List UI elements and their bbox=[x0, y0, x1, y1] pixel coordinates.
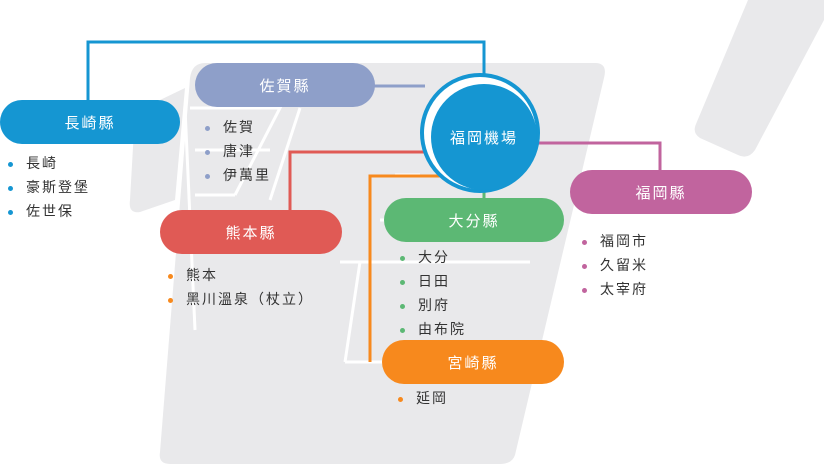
list-item: 豪斯登堡 bbox=[8, 176, 90, 200]
list-item: 唐津 bbox=[205, 140, 271, 164]
miyazaki-pill[interactable]: 宮崎縣 bbox=[382, 340, 564, 384]
bullet-icon bbox=[400, 256, 405, 261]
oita-list: 大分 日田 別府 由布院 bbox=[400, 246, 466, 342]
oita-pill[interactable]: 大分縣 bbox=[384, 198, 564, 242]
bullet-icon bbox=[168, 298, 173, 303]
bullet-icon bbox=[205, 174, 210, 179]
miyazaki-pill-label: 宮崎縣 bbox=[447, 353, 499, 372]
fukuoka-airport-hub[interactable]: 福岡機場 bbox=[420, 73, 540, 193]
list-item: 黑川溫泉（杖立） bbox=[168, 288, 314, 312]
kumamoto-pill[interactable]: 熊本縣 bbox=[160, 210, 342, 254]
bullet-icon bbox=[8, 186, 13, 191]
list-item: 久留米 bbox=[582, 254, 648, 278]
kumamoto-pill-label: 熊本縣 bbox=[225, 223, 277, 242]
list-item: 由布院 bbox=[400, 318, 466, 342]
bullet-icon bbox=[400, 304, 405, 309]
saga-list: 佐賀 唐津 伊萬里 bbox=[205, 116, 271, 188]
list-item: 日田 bbox=[400, 270, 466, 294]
list-item: 別府 bbox=[400, 294, 466, 318]
fukuoka-airport-label: 福岡機場 bbox=[431, 84, 537, 190]
list-item: 福岡市 bbox=[582, 230, 648, 254]
fukuoka-pill[interactable]: 福岡縣 bbox=[570, 170, 752, 214]
list-item: 延岡 bbox=[398, 387, 448, 411]
nagasaki-pill[interactable]: 長崎縣 bbox=[0, 100, 180, 144]
saga-pill-label: 佐賀縣 bbox=[259, 76, 311, 95]
bullet-icon bbox=[400, 280, 405, 285]
kumamoto-list: 熊本 黑川溫泉（杖立） bbox=[168, 264, 314, 312]
bullet-icon bbox=[582, 240, 587, 245]
list-item: 佐世保 bbox=[8, 200, 90, 224]
miyazaki-connector bbox=[368, 174, 452, 362]
bullet-icon bbox=[8, 162, 13, 167]
bullet-icon bbox=[582, 288, 587, 293]
list-item: 大分 bbox=[400, 246, 466, 270]
list-item: 佐賀 bbox=[205, 116, 271, 140]
map-silhouette-strip bbox=[694, 0, 824, 157]
list-item: 熊本 bbox=[168, 264, 314, 288]
bullet-icon bbox=[398, 397, 403, 402]
nagasaki-pill-label: 長崎縣 bbox=[64, 113, 116, 132]
oita-pill-label: 大分縣 bbox=[448, 211, 500, 230]
fukuoka-connector bbox=[538, 141, 662, 172]
list-item: 長崎 bbox=[8, 152, 90, 176]
nagasaki-list: 長崎 豪斯登堡 佐世保 bbox=[8, 152, 90, 224]
bullet-icon bbox=[205, 126, 210, 131]
fukuoka-list: 福岡市 久留米 太宰府 bbox=[582, 230, 648, 302]
list-item: 太宰府 bbox=[582, 278, 648, 302]
bullet-icon bbox=[582, 264, 587, 269]
fukuoka-pill-label: 福岡縣 bbox=[635, 183, 687, 202]
bullet-icon bbox=[400, 328, 405, 333]
kumamoto-connector bbox=[288, 150, 440, 212]
bullet-icon bbox=[168, 274, 173, 279]
list-item: 伊萬里 bbox=[205, 164, 271, 188]
miyazaki-list: 延岡 bbox=[398, 387, 448, 411]
bullet-icon bbox=[8, 210, 13, 215]
saga-pill[interactable]: 佐賀縣 bbox=[195, 63, 375, 107]
bullet-icon bbox=[205, 150, 210, 155]
nagasaki-connector bbox=[86, 40, 486, 103]
